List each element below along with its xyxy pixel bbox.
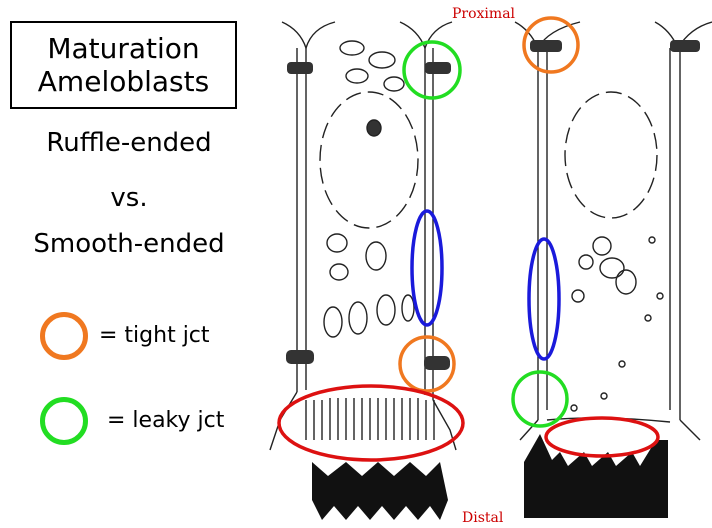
legend-tight-label: = tight jct: [99, 323, 210, 348]
ruffled-border-marker: [277, 384, 465, 462]
enamel-arrows-right: [524, 434, 668, 518]
smooth-ended-label: Smooth-ended: [33, 229, 225, 259]
tight-junction-marker: [398, 335, 456, 393]
proximal-label: Proximal: [452, 6, 516, 22]
smooth-border-marker: [544, 416, 660, 458]
vs-label: vs.: [110, 183, 148, 213]
leaky-junction-marker: [511, 370, 569, 428]
lateral-membrane-marker: [527, 237, 561, 361]
enamel-arrows-left: [312, 462, 448, 520]
legend-tight-circle-icon: [40, 312, 88, 360]
legend-leaky-circle-icon: [40, 397, 88, 445]
leaky-junction-marker: [402, 40, 462, 100]
ruffle-ended-cell: [269, 21, 457, 451]
ruffle-ended-label: Ruffle-ended: [46, 128, 212, 158]
lateral-membrane-marker: [410, 209, 444, 327]
title-line-2: Ameloblasts: [37, 65, 210, 98]
smooth-ended-cell: [514, 21, 712, 441]
tight-junction-marker: [522, 16, 580, 74]
legend-leaky-label: = leaky jct: [107, 408, 225, 433]
title-line-1: Maturation: [47, 32, 200, 65]
distal-label: Distal: [462, 510, 504, 526]
title-box: Maturation Ameloblasts: [10, 21, 237, 109]
